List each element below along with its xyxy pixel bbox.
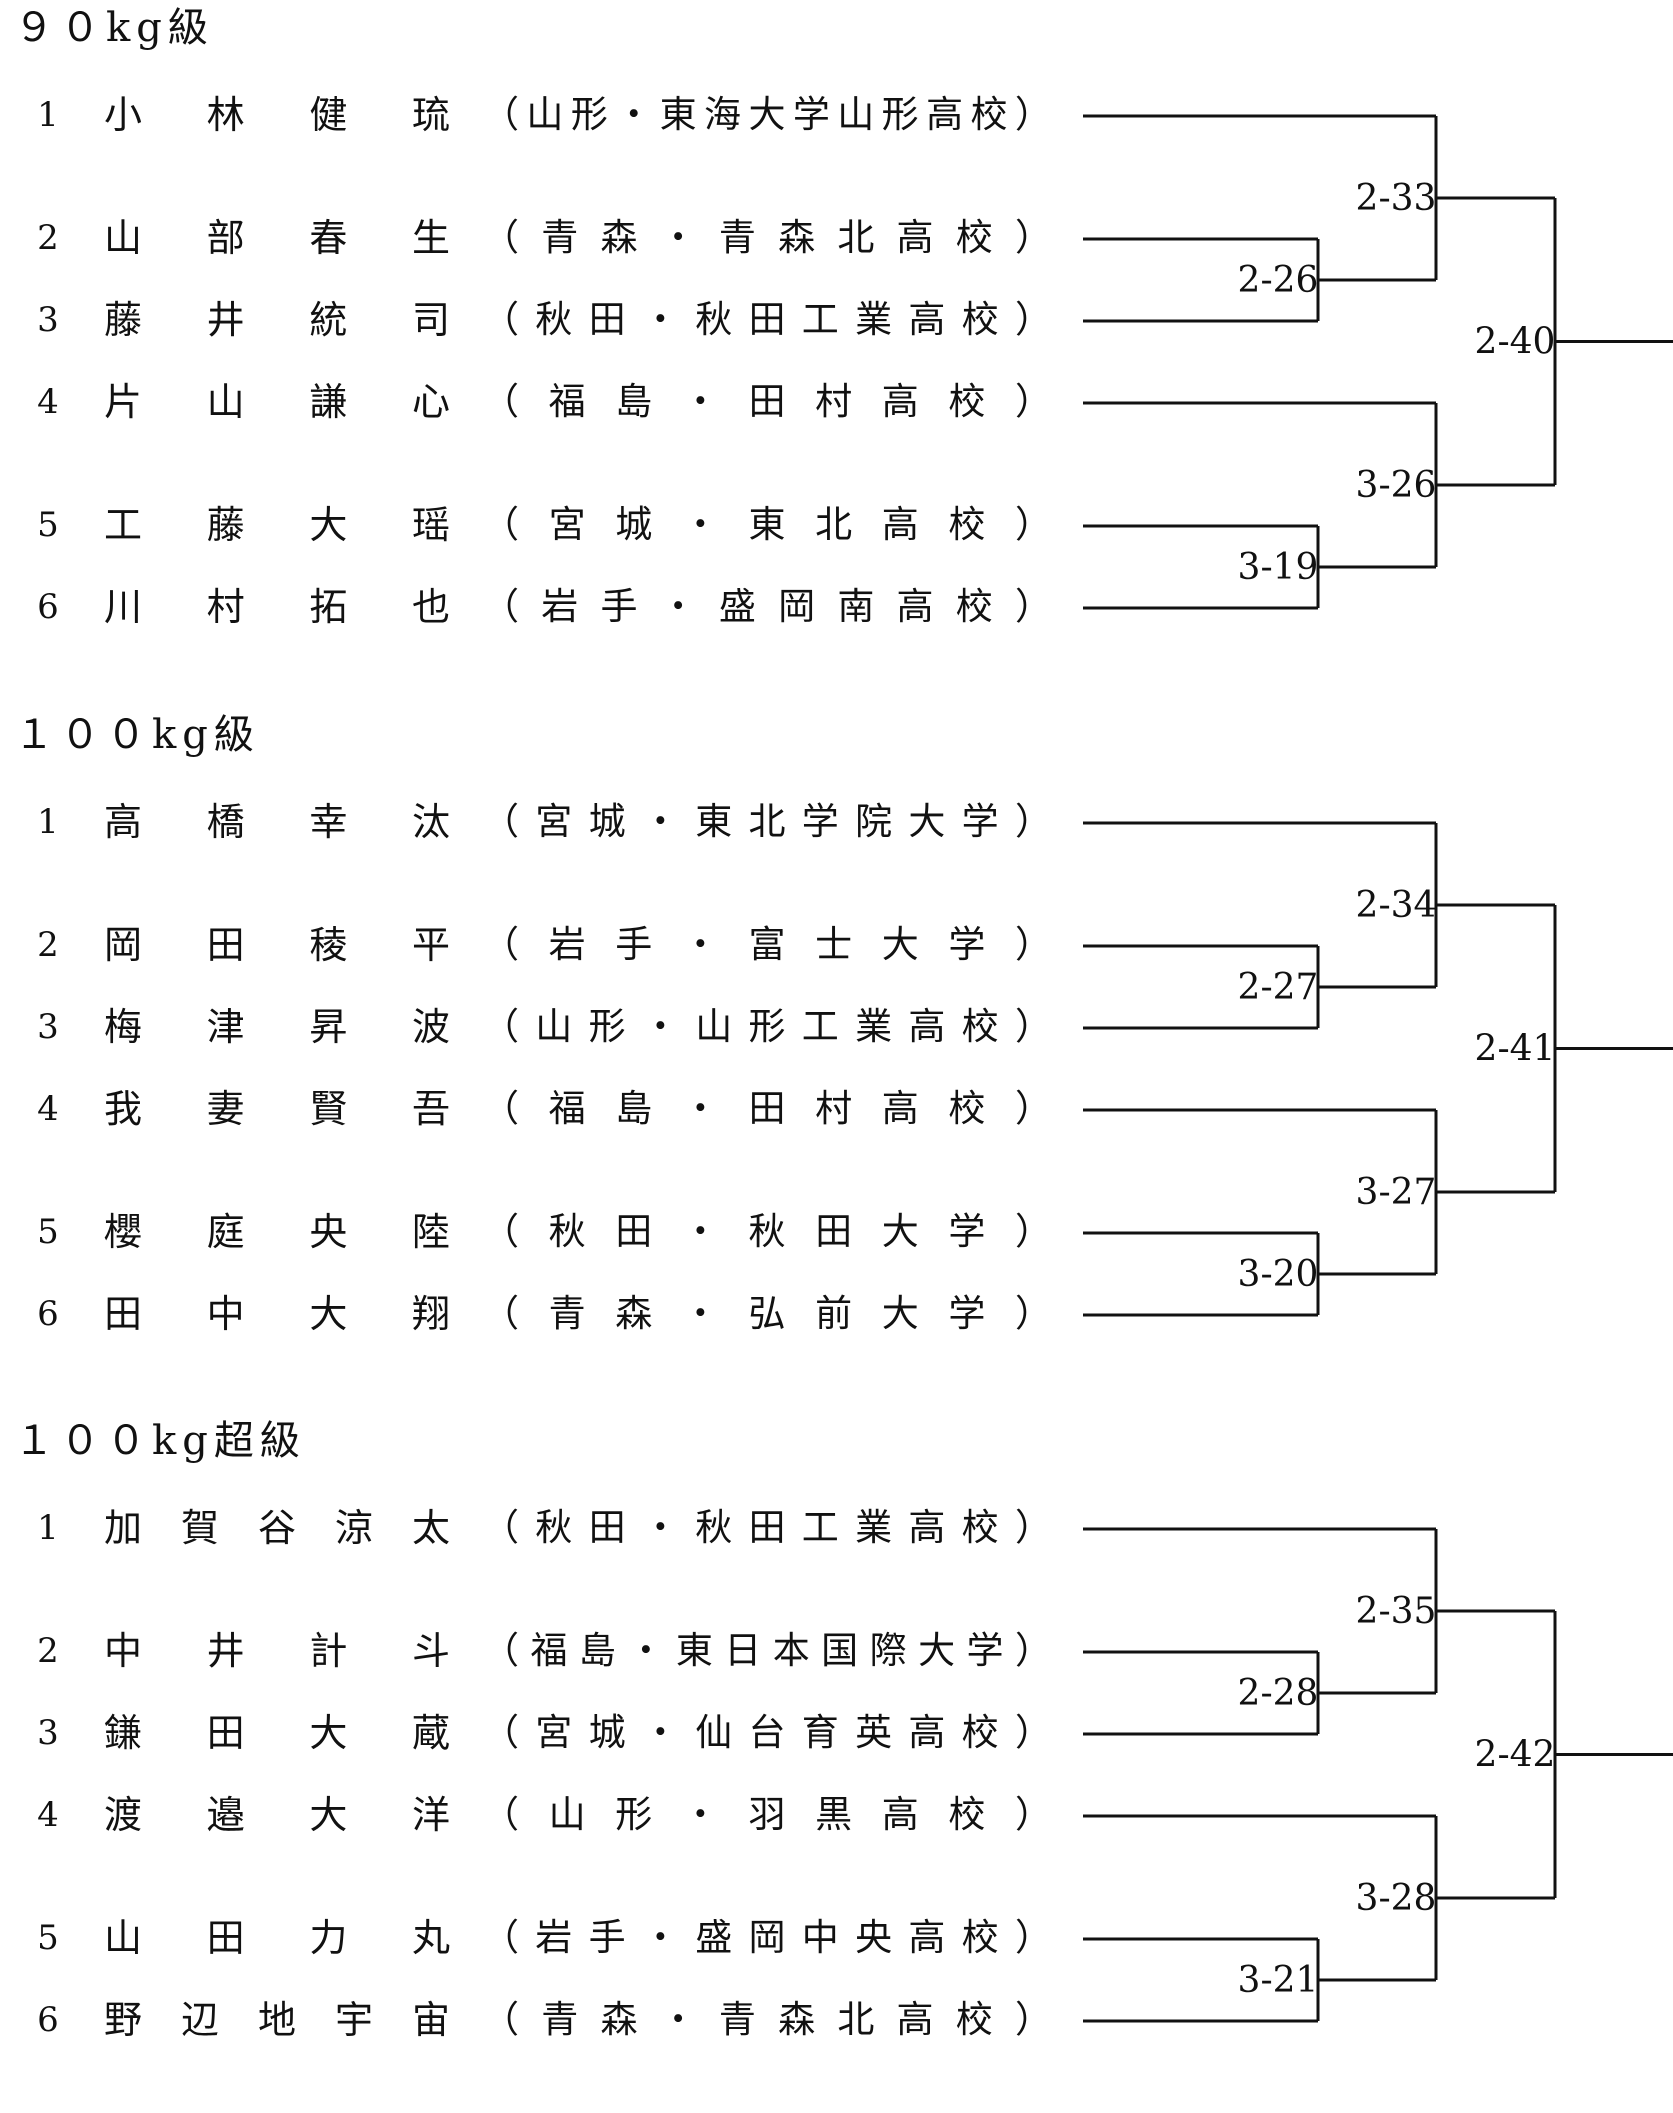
entry-number: 6 — [37, 2000, 59, 2040]
entry-affiliation: （宮城・東北高校） — [482, 503, 1052, 546]
entry-row: 1 小林健琉 （山形・東海大学山形高校） — [0, 90, 1080, 140]
bracket-lines: 2-26 2-33 3-19 3-26 2-40 — [1083, 114, 1673, 610]
entry-number: 6 — [37, 587, 59, 627]
division-title: １００kg超級 — [14, 1418, 306, 1464]
entry-affiliation: （青森・青森北高校） — [482, 216, 1052, 259]
bracket-lines: 2-28 2-35 3-21 3-28 2-42 — [1083, 1527, 1673, 2023]
entry-affiliation: （福島・東日本国際大学） — [482, 1629, 1052, 1672]
match-number: 2-34 — [1356, 885, 1437, 926]
entry-affiliation: （山形・東海大学山形高校） — [482, 93, 1052, 136]
entry-name: 渡邉大洋 — [104, 1793, 450, 1837]
entry-number: 1 — [37, 1508, 59, 1548]
entry-affiliation: （秋田・秋田工業高校） — [482, 1506, 1052, 1549]
match-number: 2-26 — [1238, 260, 1319, 301]
entry-affiliation: （岩手・富士大学） — [482, 923, 1052, 966]
entry-row: 1 加賀谷涼太 （秋田・秋田工業高校） — [0, 1503, 1080, 1553]
match-number: 3-28 — [1356, 1878, 1437, 1919]
entry-name: 加賀谷涼太 — [104, 1506, 450, 1550]
entry-row: 2 中井計斗 （福島・東日本国際大学） — [0, 1626, 1080, 1676]
entry-row: 4 片山謙心 （福島・田村高校） — [0, 377, 1080, 427]
entry-row: 4 渡邉大洋 （山形・羽黒高校） — [0, 1790, 1080, 1840]
entry-row: 5 山田力丸 （岩手・盛岡中央高校） — [0, 1913, 1080, 1963]
entry-row: 3 藤井統司 （秋田・秋田工業高校） — [0, 295, 1080, 345]
entry-name: 岡田稜平 — [104, 923, 450, 967]
entry-affiliation: （福島・田村高校） — [482, 380, 1052, 423]
entry-affiliation: （秋田・秋田工業高校） — [482, 298, 1052, 341]
entry-name: 田中大翔 — [104, 1292, 450, 1336]
entry-name: 鎌田大蔵 — [104, 1711, 450, 1755]
entry-row: 2 岡田稜平 （岩手・富士大学） — [0, 920, 1080, 970]
entry-number: 2 — [37, 218, 59, 258]
match-number: 2-42 — [1475, 1735, 1556, 1776]
division-section: ９０kg級 1 小林健琉 （山形・東海大学山形高校） 2 山部春生 （青森・青森北高校） 3 藤… — [0, 0, 1673, 700]
entry-row: 3 梅津昇波 （山形・山形工業高校） — [0, 1002, 1080, 1052]
match-number: 2-33 — [1356, 178, 1437, 219]
entry-affiliation: （青森・弘前大学） — [482, 1292, 1052, 1335]
bracket-lines: 2-27 2-34 3-20 3-27 2-41 — [1083, 821, 1673, 1317]
entry-name: 片山謙心 — [104, 380, 450, 424]
entry-number: 4 — [37, 1795, 59, 1835]
entry-number: 4 — [37, 382, 59, 422]
match-number: 3-19 — [1238, 547, 1319, 588]
division-section: １００kg級 1 高橋幸汰 （宮城・東北学院大学） 2 岡田稜平 （岩手・富士大学） 3 梅津昇… — [0, 707, 1673, 1407]
entry-number: 1 — [37, 802, 59, 842]
entry-number: 5 — [37, 1918, 59, 1958]
entry-row: 6 川村拓也 （岩手・盛岡南高校） — [0, 582, 1080, 632]
match-number: 3-20 — [1238, 1254, 1319, 1295]
entry-number: 3 — [37, 300, 59, 340]
entry-name: 川村拓也 — [104, 585, 450, 629]
entry-affiliation: （秋田・秋田大学） — [482, 1210, 1052, 1253]
entry-name: 工藤大瑶 — [104, 503, 450, 547]
entry-number: 2 — [37, 1631, 59, 1671]
entry-name: 中井計斗 — [104, 1629, 450, 1673]
entry-row: 3 鎌田大蔵 （宮城・仙台育英高校） — [0, 1708, 1080, 1758]
entry-number: 6 — [37, 1294, 59, 1334]
entry-name: 山部春生 — [104, 216, 450, 260]
entry-affiliation: （山形・羽黒高校） — [482, 1793, 1052, 1836]
entry-number: 4 — [37, 1089, 59, 1129]
match-number: 3-21 — [1238, 1960, 1319, 2001]
match-number: 2-41 — [1475, 1029, 1556, 1070]
entry-name: 山田力丸 — [104, 1916, 450, 1960]
entry-row: 6 野辺地宇宙 （青森・青森北高校） — [0, 1995, 1080, 2045]
entry-name: 野辺地宇宙 — [104, 1998, 450, 2042]
entry-name: 藤井統司 — [104, 298, 450, 342]
division-section: １００kg超級 1 加賀谷涼太 （秋田・秋田工業高校） 2 中井計斗 （福島・東日本国際大学… — [0, 1413, 1673, 2113]
entry-number: 5 — [37, 505, 59, 545]
entry-row: 2 山部春生 （青森・青森北高校） — [0, 213, 1080, 263]
entry-affiliation: （岩手・盛岡南高校） — [482, 585, 1052, 628]
entry-number: 1 — [37, 95, 59, 135]
match-number: 2-28 — [1238, 1673, 1319, 1714]
entry-number: 2 — [37, 925, 59, 965]
entry-affiliation: （青森・青森北高校） — [482, 1998, 1052, 2041]
division-title: ９０kg級 — [14, 5, 214, 51]
entry-affiliation: （山形・山形工業高校） — [482, 1005, 1052, 1048]
entry-name: 櫻庭央陸 — [104, 1210, 450, 1254]
entry-row: 5 櫻庭央陸 （秋田・秋田大学） — [0, 1207, 1080, 1257]
entry-affiliation: （宮城・仙台育英高校） — [482, 1711, 1052, 1754]
entry-affiliation: （岩手・盛岡中央高校） — [482, 1916, 1052, 1959]
entry-number: 5 — [37, 1212, 59, 1252]
entry-affiliation: （福島・田村高校） — [482, 1087, 1052, 1130]
entry-name: 梅津昇波 — [104, 1005, 450, 1049]
match-number: 2-27 — [1238, 967, 1319, 1008]
match-number: 2-40 — [1475, 322, 1556, 363]
entry-row: 4 我妻賢吾 （福島・田村高校） — [0, 1084, 1080, 1134]
entry-name: 高橋幸汰 — [104, 800, 450, 844]
entry-number: 3 — [37, 1007, 59, 1047]
entry-affiliation: （宮城・東北学院大学） — [482, 800, 1052, 843]
entry-row: 5 工藤大瑶 （宮城・東北高校） — [0, 500, 1080, 550]
entry-name: 我妻賢吾 — [104, 1087, 450, 1131]
entry-row: 6 田中大翔 （青森・弘前大学） — [0, 1289, 1080, 1339]
match-number: 2-35 — [1356, 1591, 1437, 1632]
entry-row: 1 高橋幸汰 （宮城・東北学院大学） — [0, 797, 1080, 847]
entry-number: 3 — [37, 1713, 59, 1753]
entry-name: 小林健琉 — [104, 93, 450, 137]
division-title: １００kg級 — [14, 712, 260, 758]
match-number: 3-27 — [1356, 1172, 1437, 1213]
match-number: 3-26 — [1356, 465, 1437, 506]
